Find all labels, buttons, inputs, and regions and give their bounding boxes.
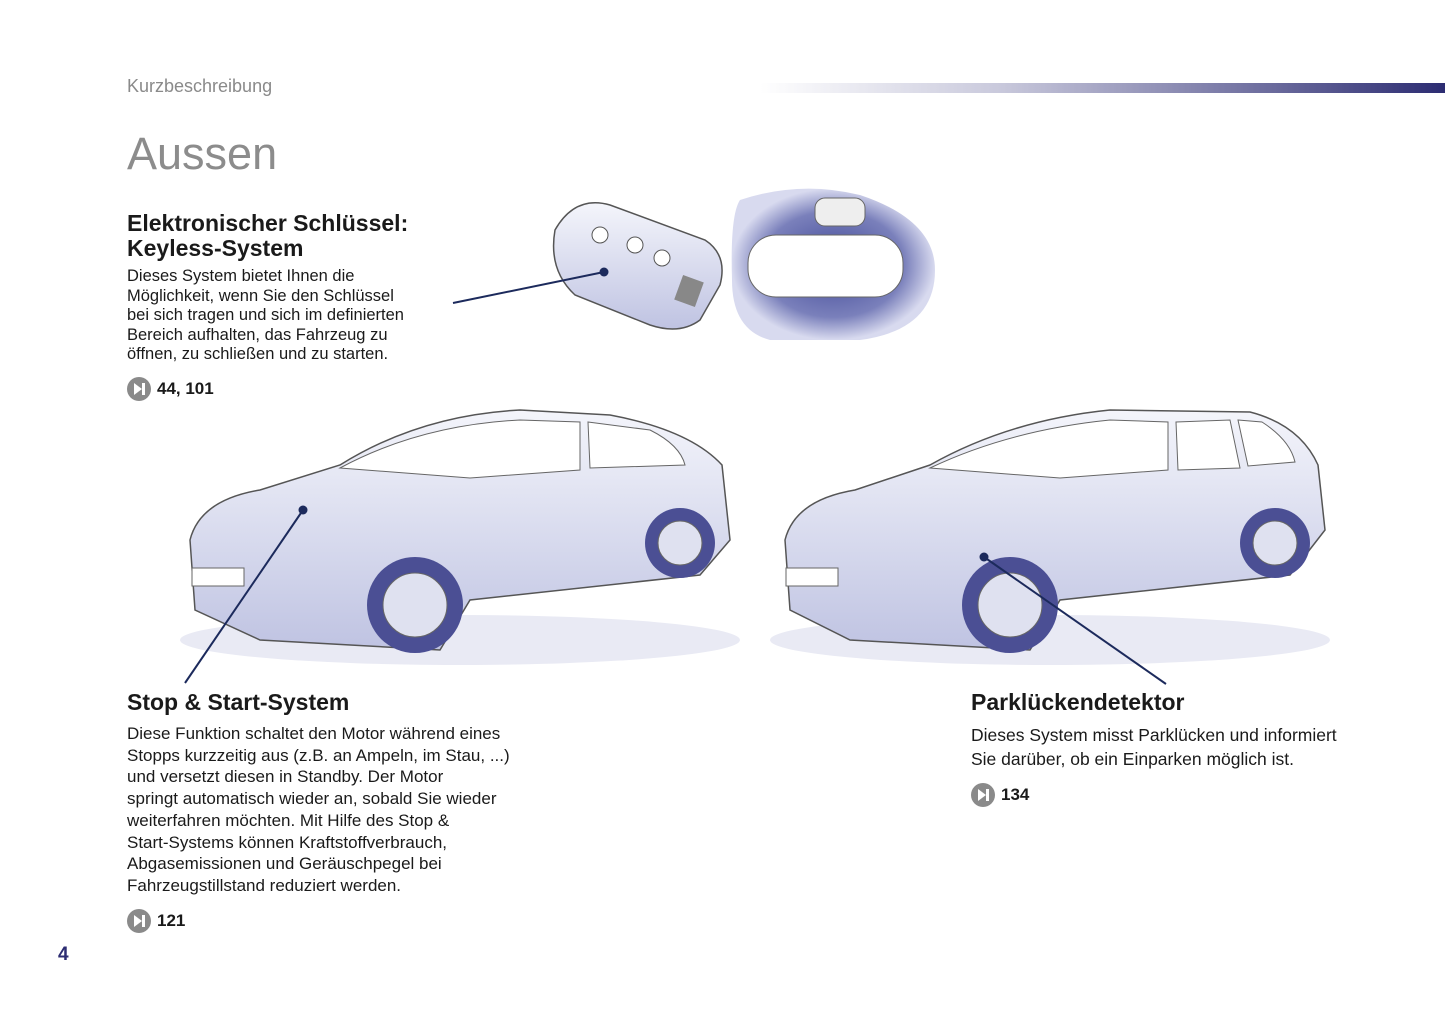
page-title: Aussen [127, 128, 278, 179]
page-reference-text: 44, 101 [157, 378, 214, 398]
stop-start-section: Stop & Start-System Diese Funktion schal… [127, 690, 567, 933]
page-reference-text: 121 [157, 910, 186, 930]
page-reference-link[interactable]: 134 [971, 783, 1391, 807]
next-page-icon [127, 376, 151, 401]
keyless-zone-illustration [731, 188, 935, 340]
sedan-car-illustration [180, 409, 740, 665]
parking-section: Parklückendetektor Dieses System misst P… [971, 690, 1391, 807]
next-page-icon [971, 783, 995, 807]
keyless-heading: Elektronischer Schlüssel:Keyless-System [127, 210, 409, 261]
stop-start-heading: Stop & Start-System [127, 689, 350, 715]
keyless-section: Elektronischer Schlüssel:Keyless-System … [127, 211, 467, 401]
estate-car-illustration [770, 409, 1330, 665]
next-page-icon [127, 908, 151, 933]
section-header: Kurzbeschreibung [127, 76, 273, 96]
key-fob-illustration [552, 202, 723, 330]
stop-start-body: Diese Funktion schaltet den Motor währen… [127, 724, 510, 895]
parking-heading: Parklückendetektor [971, 689, 1185, 715]
header-gradient-bar [760, 83, 1445, 93]
page-reference-link[interactable]: 44, 101 [127, 376, 467, 401]
page-reference-text: 134 [1001, 785, 1030, 804]
leader-lines [184, 267, 1167, 685]
page-reference-link[interactable]: 121 [127, 908, 567, 933]
page-number: 4 [58, 944, 69, 965]
parking-body: Dieses System misst Parklücken und infor… [971, 725, 1337, 769]
